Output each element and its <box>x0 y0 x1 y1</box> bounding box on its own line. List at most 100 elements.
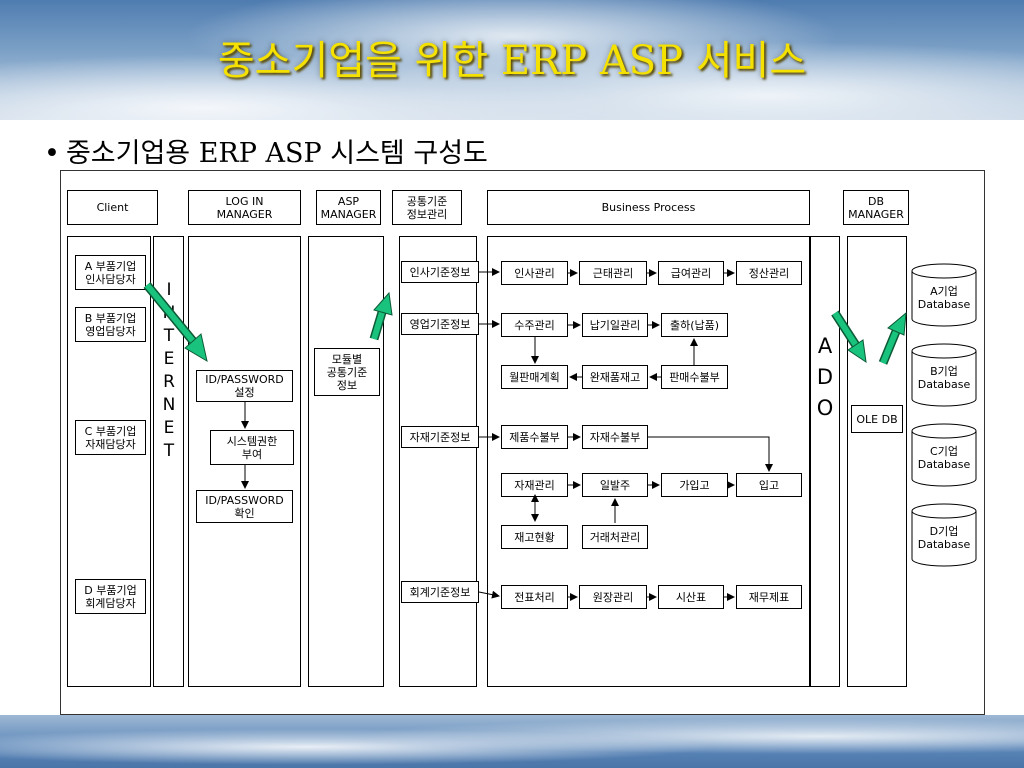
database-label: A기업 Database <box>917 285 971 311</box>
internet-letter: T <box>163 441 175 461</box>
subtitle-text: 중소기업용 ERP ASP 시스템 구성도 <box>65 138 488 169</box>
login-step-label: ID/PASSWORD 확인 <box>205 493 284 520</box>
process-product-ledger: 제품수불부 <box>501 425 568 449</box>
internet-letter: E <box>163 418 175 438</box>
header-client-label: Client <box>96 201 129 214</box>
process-label: 전표처리 <box>514 590 555 604</box>
database-label: C기업 Database <box>917 445 971 471</box>
process-trial-balance: 시산표 <box>658 585 724 609</box>
common-info-hr: 인사기준정보 <box>401 261 479 283</box>
header-common-info: 공통기준 정보관리 <box>392 190 462 225</box>
process-shipment: 출하(납품) <box>661 313 728 337</box>
ole-db-label: OLE DB <box>856 412 898 426</box>
common-info-accounting: 회계기준정보 <box>401 581 479 603</box>
process-attendance: 근태관리 <box>579 261 647 285</box>
asp-module-info-box: 모듈별 공통기준 정보 <box>314 348 380 396</box>
green-arrow-client-to-login <box>143 282 208 363</box>
common-info-material: 자재기준정보 <box>401 426 479 448</box>
header-business-process: Business Process <box>487 190 810 225</box>
login-step-grant-permission: 시스템권한 부여 <box>210 430 294 465</box>
header-business-label: Business Process <box>601 201 696 214</box>
process-hr-management: 인사관리 <box>501 261 568 285</box>
process-inventory-status: 재고현황 <box>501 525 568 549</box>
login-step-label: 시스템권한 부여 <box>226 434 278 461</box>
process-monthly-sales-plan: 월판매계획 <box>501 365 568 389</box>
process-label: 재고현황 <box>514 530 555 544</box>
internet-letter: I <box>166 280 172 300</box>
slide-title: 중소기업을 위한 ERP ASP 서비스 <box>217 38 807 84</box>
erp-asp-diagram: Client LOG IN MANAGER ASP MANAGER 공통기준 정… <box>60 170 985 715</box>
client-label: C 부품기업 자재담당자 <box>84 424 137 451</box>
arrow-material-ledger-to-receipt <box>648 436 773 472</box>
process-label: 제품수불부 <box>509 430 560 444</box>
process-label: 원장관리 <box>592 590 634 604</box>
internet-letter: N <box>162 395 176 415</box>
process-label: 거래처관리 <box>589 530 641 544</box>
process-provisional-receipt: 가입고 <box>661 473 728 497</box>
ado-letter: A <box>817 334 833 358</box>
asp-column <box>308 236 384 687</box>
process-sales-ledger: 판매수불부 <box>661 365 728 389</box>
process-label: 월판매계획 <box>509 370 560 384</box>
header-login-manager: LOG IN MANAGER <box>188 190 301 225</box>
login-step-label: ID/PASSWORD 설정 <box>205 373 284 399</box>
process-label: 입고 <box>758 478 780 492</box>
process-label: 시산표 <box>675 590 707 604</box>
database-d-icon: D기업 Database <box>911 503 977 567</box>
common-info-label: 인사기준정보 <box>409 265 471 279</box>
process-label: 재무제표 <box>748 590 790 604</box>
client-c-box: C 부품기업 자재담당자 <box>75 420 146 455</box>
common-info-label: 회계기준정보 <box>409 585 471 599</box>
process-order-management: 수주관리 <box>501 313 568 337</box>
process-label: 납기일관리 <box>589 318 641 332</box>
process-label: 가입고 <box>679 478 710 492</box>
internet-letter: R <box>163 372 175 392</box>
process-label: 자재수불부 <box>589 430 641 444</box>
login-step-verify-password: ID/PASSWORD 확인 <box>196 490 293 523</box>
client-label: B 부품기업 영업담당자 <box>84 311 137 338</box>
ado-letter: O <box>816 396 834 420</box>
internet-letter: T <box>163 326 175 346</box>
header-login-label: LOG IN MANAGER <box>216 194 273 221</box>
internet-letter: E <box>163 349 175 369</box>
asp-box-label: 모듈별 공통기준 정보 <box>326 352 368 392</box>
common-column <box>399 236 477 687</box>
database-a-icon: A기업 Database <box>911 263 977 327</box>
database-label: D기업 Database <box>917 525 971 551</box>
process-due-date: 납기일관리 <box>582 313 648 337</box>
process-receipt: 입고 <box>736 473 802 497</box>
database-label: B기업 Database <box>917 365 971 391</box>
database-c-icon: C기업 Database <box>911 423 977 487</box>
client-b-box: B 부품기업 영업담당자 <box>75 307 146 342</box>
process-label: 근태관리 <box>592 266 634 280</box>
process-voucher: 전표처리 <box>501 585 568 609</box>
client-d-box: D 부품기업 회계담당자 <box>75 579 146 614</box>
process-settlement: 정산관리 <box>736 261 802 285</box>
process-material-management: 자재관리 <box>501 473 568 497</box>
db-manager-column <box>847 236 907 687</box>
header-db-manager: DB MANAGER <box>843 190 909 225</box>
header-common-label: 공통기준 정보관리 <box>406 194 448 221</box>
client-a-box: A 부품기업 인사담당자 <box>75 255 146 290</box>
process-financial-statements: 재무제표 <box>736 585 802 609</box>
sky-banner-bottom <box>0 715 1024 768</box>
header-db-label: DB MANAGER <box>848 194 904 221</box>
green-arrow-asp-up <box>369 291 393 341</box>
process-label: 출하(납품) <box>669 318 720 332</box>
ado-column <box>810 236 840 687</box>
process-label: 완재품재고 <box>589 370 641 384</box>
business-column <box>487 236 810 687</box>
process-daily-order: 일발주 <box>582 473 648 497</box>
green-arrow-ado-to-oledb <box>831 310 867 364</box>
process-label: 정산관리 <box>748 266 790 280</box>
internet-column <box>153 236 184 687</box>
client-label: D 부품기업 회계담당자 <box>84 583 137 610</box>
common-info-label: 자재기준정보 <box>409 430 471 444</box>
process-label: 급여관리 <box>670 266 712 280</box>
sky-banner-top <box>0 0 1024 120</box>
process-material-ledger: 자재수불부 <box>582 425 648 449</box>
process-label: 판매수불부 <box>669 370 720 384</box>
process-label: 수주관리 <box>514 318 555 332</box>
process-label: 자재관리 <box>514 478 555 492</box>
process-general-ledger: 원장관리 <box>579 585 647 609</box>
